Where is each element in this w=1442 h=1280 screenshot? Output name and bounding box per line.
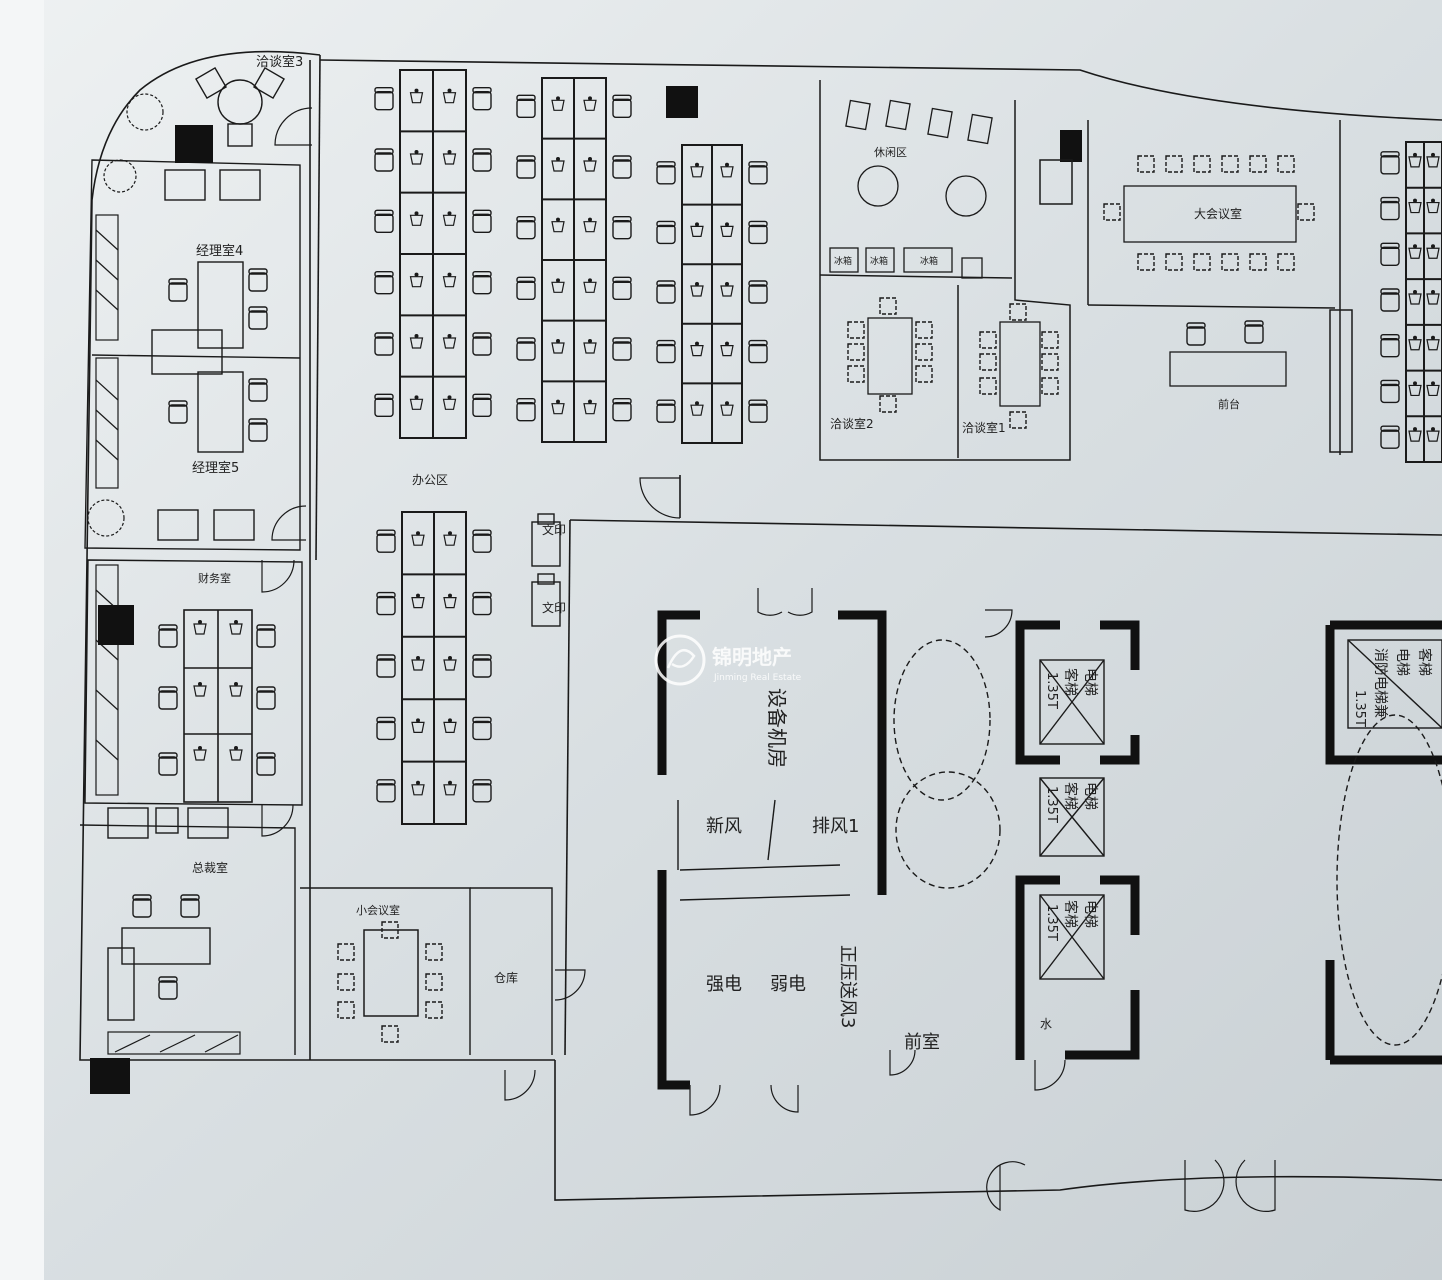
printer-stations <box>531 513 561 627</box>
elevator-labels: 客梯 电梯 1.35T 客梯 电梯 1.35T 客梯 电梯 1.35T 消防电梯… <box>1044 648 1433 941</box>
desk-block-2 <box>541 77 607 443</box>
desk-block-3 <box>681 144 743 444</box>
elevator2-load: 1.35T <box>1044 786 1059 823</box>
round-table-meeting3 <box>195 67 285 147</box>
paper-margin <box>0 0 44 1280</box>
label-meeting1: 洽谈室1 <box>962 420 1006 435</box>
fire-elevator-load: 1.35T <box>1352 690 1367 727</box>
vertical-labels: 设备机房 正压送风3 文印 文印 <box>542 522 858 1028</box>
room-labels: 洽谈室3 经理室4 经理室5 办公区 休闲区 洽谈室2 洽谈室1 大会议室 前台… <box>192 54 1242 1053</box>
watermark-swirl-icon <box>666 648 696 669</box>
plant-icons <box>87 93 164 537</box>
label-small-meeting: 小会议室 <box>356 903 400 917</box>
desk-block-edge <box>1405 141 1442 463</box>
wall-shelves <box>95 214 241 1055</box>
label-exhaust: 排风1 <box>812 816 859 837</box>
fridge-label-3: 冰箱 <box>920 255 938 267</box>
label-water: 水 <box>1040 1017 1052 1031</box>
fridge-label-1: 冰箱 <box>834 255 852 267</box>
label-meeting3: 洽谈室3 <box>256 54 303 70</box>
label-office: 办公区 <box>412 472 448 487</box>
label-fresh-air: 新风 <box>706 816 742 837</box>
pantry-labels: 冰箱 冰箱 冰箱 <box>834 255 938 267</box>
elevator2-passenger: 客梯 <box>1062 782 1079 810</box>
label-equipment: 设备机房 <box>765 688 789 768</box>
desk-block-1 <box>399 69 467 439</box>
label-manager5: 经理室5 <box>192 460 239 476</box>
door-swings <box>261 107 1276 1212</box>
core-thin-walls <box>677 639 1442 1046</box>
fire-elevator-type: 电梯 <box>1394 648 1410 676</box>
label-pressurize: 正压送风3 <box>837 945 858 1028</box>
lounge-walls <box>819 80 1353 461</box>
elevator1-load: 1.35T <box>1044 672 1059 709</box>
desk-block-4 <box>401 511 467 825</box>
watermark-logo: 锦明地产 Jinming Real Estate <box>654 634 802 686</box>
core-outline <box>564 475 1442 1056</box>
elevator3-passenger: 客梯 <box>1062 900 1079 928</box>
label-ceo: 总裁室 <box>192 860 228 875</box>
left-rooms <box>79 159 553 1055</box>
fire-elevator-label: 消防电梯兼 <box>1372 648 1388 718</box>
elevator3-type: 电梯 <box>1082 900 1098 928</box>
office-desk-blocks <box>399 69 1442 825</box>
structural-columns <box>90 86 1082 1094</box>
label-big-meeting: 大会议室 <box>1194 206 1242 221</box>
label-manager4: 经理室4 <box>196 243 243 259</box>
core-thick-walls <box>657 610 1442 1090</box>
label-lounge: 休闲区 <box>874 145 907 159</box>
printer-label-1: 文印 <box>542 522 566 537</box>
fire-elevator-passenger: 客梯 <box>1416 648 1433 676</box>
fridge-label-2: 冰箱 <box>870 255 888 267</box>
label-finance: 财务室 <box>198 571 231 585</box>
elevator1-type: 电梯 <box>1082 668 1098 696</box>
finance-desks <box>183 609 253 803</box>
label-storage: 仓库 <box>494 970 518 985</box>
meeting-room-chairs <box>337 155 1315 1043</box>
label-strong-elec: 强电 <box>706 974 742 995</box>
elevator2-type: 电梯 <box>1082 782 1098 810</box>
watermark-name: 锦明地产 <box>712 645 792 669</box>
elevator3-load: 1.35T <box>1044 904 1059 941</box>
label-anteroom: 前室 <box>904 1032 940 1053</box>
outer-walls <box>79 50 1442 1201</box>
elevator1-passenger: 客梯 <box>1062 668 1079 696</box>
label-reception: 前台 <box>1218 397 1240 411</box>
label-weak-elec: 弱电 <box>770 974 806 995</box>
watermark-emblem-icon <box>654 634 706 686</box>
small-meeting-table <box>363 929 419 1017</box>
label-meeting2: 洽谈室2 <box>830 416 874 431</box>
ceo-furniture <box>107 807 229 1021</box>
watermark-english: Jinming Real Estate <box>713 673 802 683</box>
manager-furniture <box>151 169 261 541</box>
lounge-furniture <box>829 99 1297 407</box>
printer-label-2: 文印 <box>542 600 566 615</box>
